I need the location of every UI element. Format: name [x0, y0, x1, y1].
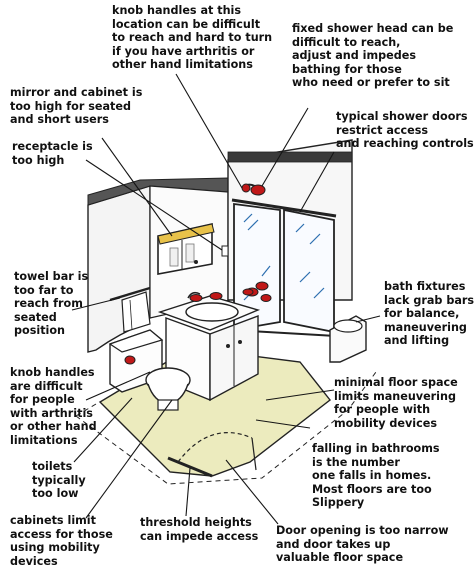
callout-door: Door opening is too narrow and door take…: [276, 524, 449, 565]
mirror-cabinet: [157, 223, 215, 275]
towel-bar: [109, 286, 151, 333]
shower-wall-top: [227, 151, 353, 163]
leader-lines: [71, 73, 381, 525]
floor-outline: [75, 371, 377, 485]
receptacle: [221, 245, 229, 257]
callout-knob-handles-high: knob handles at this location can be dif…: [112, 4, 273, 72]
callout-falling: falling in bathrooms is the number one f…: [312, 442, 440, 510]
callout-receptacle: receptacle is too high: [12, 140, 93, 167]
callout-mirror-cabinet: mirror and cabinet is too high for seate…: [10, 86, 143, 127]
callout-towel-bar: towel bar is too far to reach from seate…: [14, 270, 89, 338]
callout-bath-fixtures: bath fixtures lack grab bars for balance…: [384, 280, 474, 348]
callout-knob-handles-low: knob handles are difficult for people wi…: [10, 366, 97, 447]
shower-doors: [231, 198, 337, 337]
threshold: [167, 456, 213, 478]
callout-cabinets: cabinets limit access for those using mo…: [10, 514, 113, 568]
toilet: [108, 329, 191, 411]
callout-floor-space: minimal floor space limits maneuvering f…: [334, 376, 458, 430]
callout-shower-doors: typical shower doors restrict access and…: [336, 110, 474, 151]
door-swing: [177, 432, 257, 471]
callout-toilets: toilets typically too low: [32, 460, 86, 501]
bathtub: [329, 315, 367, 363]
callout-shower-head: fixed shower head can be difficult to re…: [292, 22, 454, 90]
shower-head: [241, 183, 266, 196]
callout-threshold: threshold heights can impede access: [140, 516, 259, 543]
